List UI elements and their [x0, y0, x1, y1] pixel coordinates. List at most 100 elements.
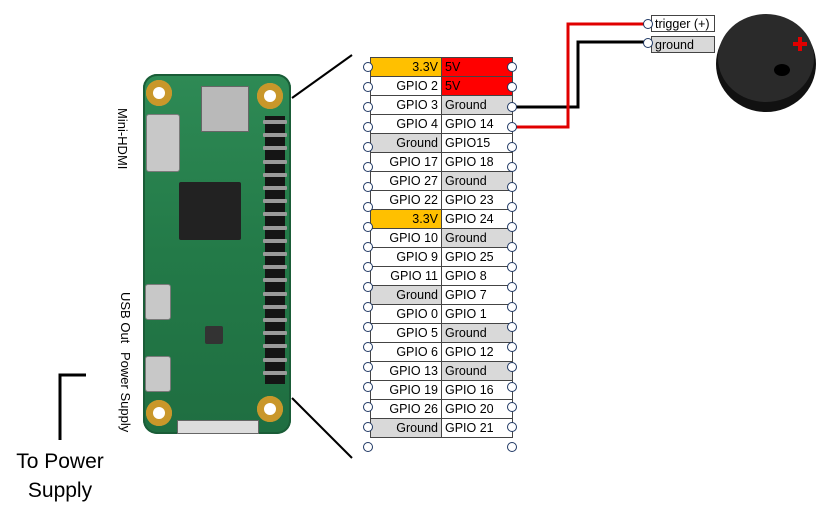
pin-pad-left [363, 442, 373, 452]
gpio-pin-left: GPIO 27 [370, 171, 442, 191]
pin-pad-right [507, 62, 517, 72]
pin-pad-left [363, 182, 373, 192]
gpio-pin-left: GPIO 13 [370, 361, 442, 381]
pin-pad-right [507, 142, 517, 152]
gpio-pin-left: 3.3V [370, 209, 442, 229]
gpio-pin-left: GPIO 0 [370, 304, 442, 324]
pin-pad-right [507, 242, 517, 252]
header-pin [263, 225, 287, 230]
gpio-pin-right: GPIO 12 [441, 342, 513, 362]
signal-wire [516, 22, 646, 129]
pin-pad-left [363, 322, 373, 332]
pin-pad-left [363, 402, 373, 412]
gpio-pin-right: GPIO 16 [441, 380, 513, 400]
gpio-pin-left: GPIO 10 [370, 228, 442, 248]
sd-card-slot [201, 86, 249, 132]
gpio-pin-right: GPIO 8 [441, 266, 513, 286]
gpio-pin-right: GPIO 23 [441, 190, 513, 210]
header-pin [263, 212, 287, 217]
header-pin [263, 146, 287, 151]
pin-pad-right [507, 362, 517, 372]
to-power-supply-caption: To Power Supply [4, 447, 116, 506]
buzzer [716, 14, 816, 112]
gpio-pin-right: Ground [441, 95, 513, 115]
gpio-pin-right: GPIO 20 [441, 399, 513, 419]
pin-pad-left [363, 242, 373, 252]
camera-connector [177, 420, 259, 434]
pin-pad-right [507, 262, 517, 272]
pin-pad-left [363, 162, 373, 172]
gpio-pin-left: GPIO 4 [370, 114, 442, 134]
buzzer-ground-pad [643, 38, 653, 48]
header-pin [263, 344, 287, 349]
gpio-pin-left: Ground [370, 285, 442, 305]
gpio-pin-left: GPIO 22 [370, 190, 442, 210]
header-pin [263, 159, 287, 164]
gpio-pin-right: GPIO 1 [441, 304, 513, 324]
pin-pad-left [363, 302, 373, 312]
power-supply-label: Power Supply [118, 352, 133, 433]
pin-pad-left [363, 122, 373, 132]
gpio-pin-left: GPIO 19 [370, 380, 442, 400]
header-pin [263, 186, 287, 190]
header-pin [263, 278, 287, 283]
gpio-pin-left: GPIO 5 [370, 323, 442, 343]
header-pin [263, 291, 287, 296]
pin-pad-right [507, 302, 517, 312]
gpio-pin-right: Ground [441, 361, 513, 381]
header-pin [263, 238, 287, 243]
pin-pad-right [507, 102, 517, 112]
mini-hdmi-port [146, 114, 180, 172]
gpio-pin-left: 3.3V [370, 57, 442, 77]
zoom-line-bottom [291, 397, 353, 459]
pin-pad-left [363, 62, 373, 72]
gpio-pin-left: GPIO 2 [370, 76, 442, 96]
pin-pad-right [507, 422, 517, 432]
pin-pad-right [507, 442, 517, 452]
pin-pad-right [507, 182, 517, 192]
gpio-pin-right: Ground [441, 323, 513, 343]
usb-port [145, 284, 171, 320]
pin-pad-left [363, 422, 373, 432]
usb-out-label: USB Out [118, 292, 133, 344]
mini-hdmi-label: Mini-HDMI [114, 108, 130, 170]
gpio-pin-left: GPIO 17 [370, 152, 442, 172]
header-pin [263, 133, 287, 138]
pin-pad-left [363, 202, 373, 212]
pin-pad-left [363, 82, 373, 92]
header-pin [263, 199, 287, 204]
pin-pad-left [363, 362, 373, 372]
header-pin [263, 331, 287, 336]
buzzer-trigger-label: trigger (+) [651, 15, 715, 32]
caption-line-1: To Power [16, 450, 104, 473]
pin-pad-left [363, 142, 373, 152]
pin-pad-right [507, 402, 517, 412]
caption-line-2: Supply [27, 479, 93, 503]
buzzer-ground-label: ground [651, 36, 715, 53]
header-pin [263, 120, 287, 124]
processor-chip [179, 182, 241, 240]
mount-hole-top-left [146, 80, 172, 106]
pin-pad-left [363, 342, 373, 352]
gpio-pin-right: GPIO 25 [441, 247, 513, 267]
